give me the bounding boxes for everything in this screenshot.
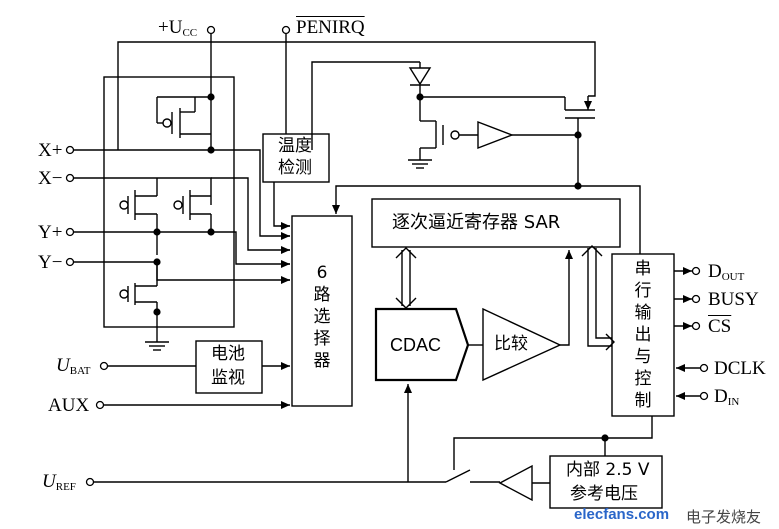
cdac-block bbox=[374, 307, 470, 382]
mux-label: 6路选择器 bbox=[313, 263, 331, 371]
fet-gate-bubble bbox=[119, 200, 129, 210]
sar-label: 逐次逼近寄存器 SAR bbox=[392, 212, 561, 233]
ref-voltage-box bbox=[549, 455, 663, 509]
din-pin-label: DIN bbox=[714, 386, 740, 408]
terminal-pins bbox=[65, 25, 709, 487]
penirq-pin-label: PENIRQ bbox=[296, 17, 365, 38]
double-arrow-right bbox=[605, 333, 615, 351]
watermark-name: 电子发烧友 bbox=[686, 508, 762, 526]
ubat-pin-label: UBAT bbox=[56, 355, 91, 377]
switch-matrix-box bbox=[103, 76, 235, 328]
sar-serial-link bbox=[587, 248, 612, 347]
double-arrow-up bbox=[395, 247, 417, 259]
fet-gate-bubble bbox=[119, 289, 129, 299]
vcc-pin-label: +UCC bbox=[158, 17, 198, 39]
ref-label-1: 内部 2.5 V bbox=[566, 460, 650, 480]
double-arrow-down bbox=[395, 297, 417, 309]
serial-control-box bbox=[611, 253, 675, 417]
x-plus-pin-label: X+ bbox=[38, 140, 63, 161]
fet-gate-bubble bbox=[173, 200, 183, 210]
y-minus-pin-label: Y− bbox=[38, 252, 63, 273]
battery-label-2: 监视 bbox=[211, 368, 245, 388]
comparator-to-sar bbox=[560, 250, 573, 346]
mux-box bbox=[291, 215, 353, 407]
control-to-mux bbox=[332, 185, 578, 214]
temp-detect-label-2: 检测 bbox=[278, 158, 312, 178]
battery-label-1: 电池 bbox=[211, 344, 245, 364]
diode-wire bbox=[311, 61, 420, 150]
x-plus-to-mux bbox=[211, 149, 290, 237]
busy-pin-label: BUSY bbox=[708, 289, 759, 310]
ref-buffer-icon bbox=[498, 464, 533, 502]
dclk-pin-label: DCLK bbox=[714, 358, 766, 379]
y-plus-to-mux bbox=[211, 231, 290, 265]
dout-pin-label: DOUT bbox=[708, 261, 745, 283]
ref-label-2: 参考电压 bbox=[570, 484, 638, 504]
temp-to-mux bbox=[273, 182, 290, 227]
aux-pin-label: AUX bbox=[48, 395, 90, 416]
x-minus-pin-label: X− bbox=[38, 168, 63, 189]
temp-detect-label-1: 温度 bbox=[278, 136, 312, 156]
diode-icon bbox=[408, 67, 432, 86]
ref-control-wire bbox=[453, 416, 653, 470]
vcc-bus bbox=[117, 41, 596, 150]
fet-gate-bubble bbox=[162, 118, 172, 128]
cdac-label: CDAC bbox=[390, 335, 442, 355]
sar-serial-link bbox=[595, 248, 612, 339]
control-bus bbox=[578, 185, 641, 254]
temp-detect-box bbox=[262, 133, 330, 183]
buffer-icon bbox=[477, 120, 514, 150]
x-minus-to-mux bbox=[211, 177, 290, 251]
fet-gate-bubble bbox=[450, 130, 460, 140]
battery-monitor-box bbox=[195, 340, 263, 394]
y-plus-pin-label: Y+ bbox=[38, 222, 63, 243]
uref-pin-label: UREF bbox=[42, 471, 76, 493]
junction-dots bbox=[153, 93, 609, 442]
ref-switch bbox=[445, 469, 471, 483]
comparator-label: 比较 bbox=[494, 334, 528, 354]
double-arrow-up bbox=[581, 245, 603, 257]
watermark-site: elecfans.com bbox=[574, 506, 670, 523]
sar-box bbox=[371, 198, 621, 248]
cs-pin-label: CS bbox=[708, 316, 732, 337]
serial-control-label: 串行输出与控制 bbox=[634, 259, 652, 411]
